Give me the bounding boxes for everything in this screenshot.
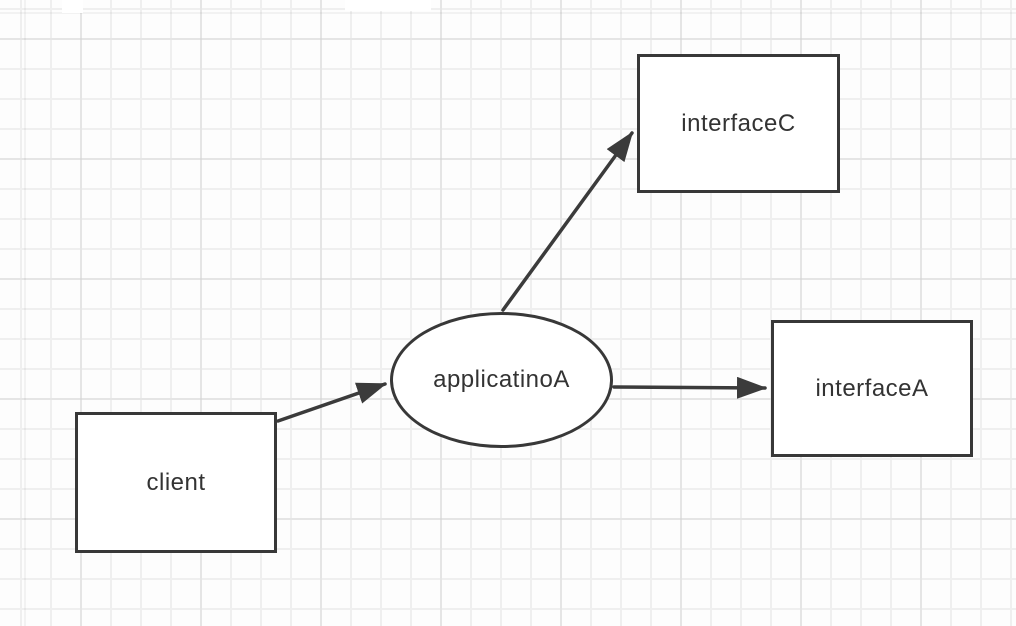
grid-gap-artifact xyxy=(345,0,431,11)
edge-client-to-applicationa[interactable] xyxy=(276,382,387,423)
node-interfacea[interactable]: interfaceA xyxy=(771,320,973,457)
node-interfacea-label: interfaceA xyxy=(815,374,929,402)
node-client-label: client xyxy=(146,468,206,496)
node-interfacec[interactable]: interfaceC xyxy=(637,54,840,193)
edge-applicationa-to-interfacea[interactable] xyxy=(612,376,767,399)
node-applicationa[interactable]: applicatinoA xyxy=(390,312,613,448)
grid-gap-artifact xyxy=(62,0,83,13)
node-interfacec-label: interfaceC xyxy=(681,109,796,137)
edge-applicationa-to-interfacec[interactable] xyxy=(501,131,634,312)
node-client[interactable]: client xyxy=(75,412,277,553)
node-applicationa-label: applicatinoA xyxy=(433,366,570,393)
